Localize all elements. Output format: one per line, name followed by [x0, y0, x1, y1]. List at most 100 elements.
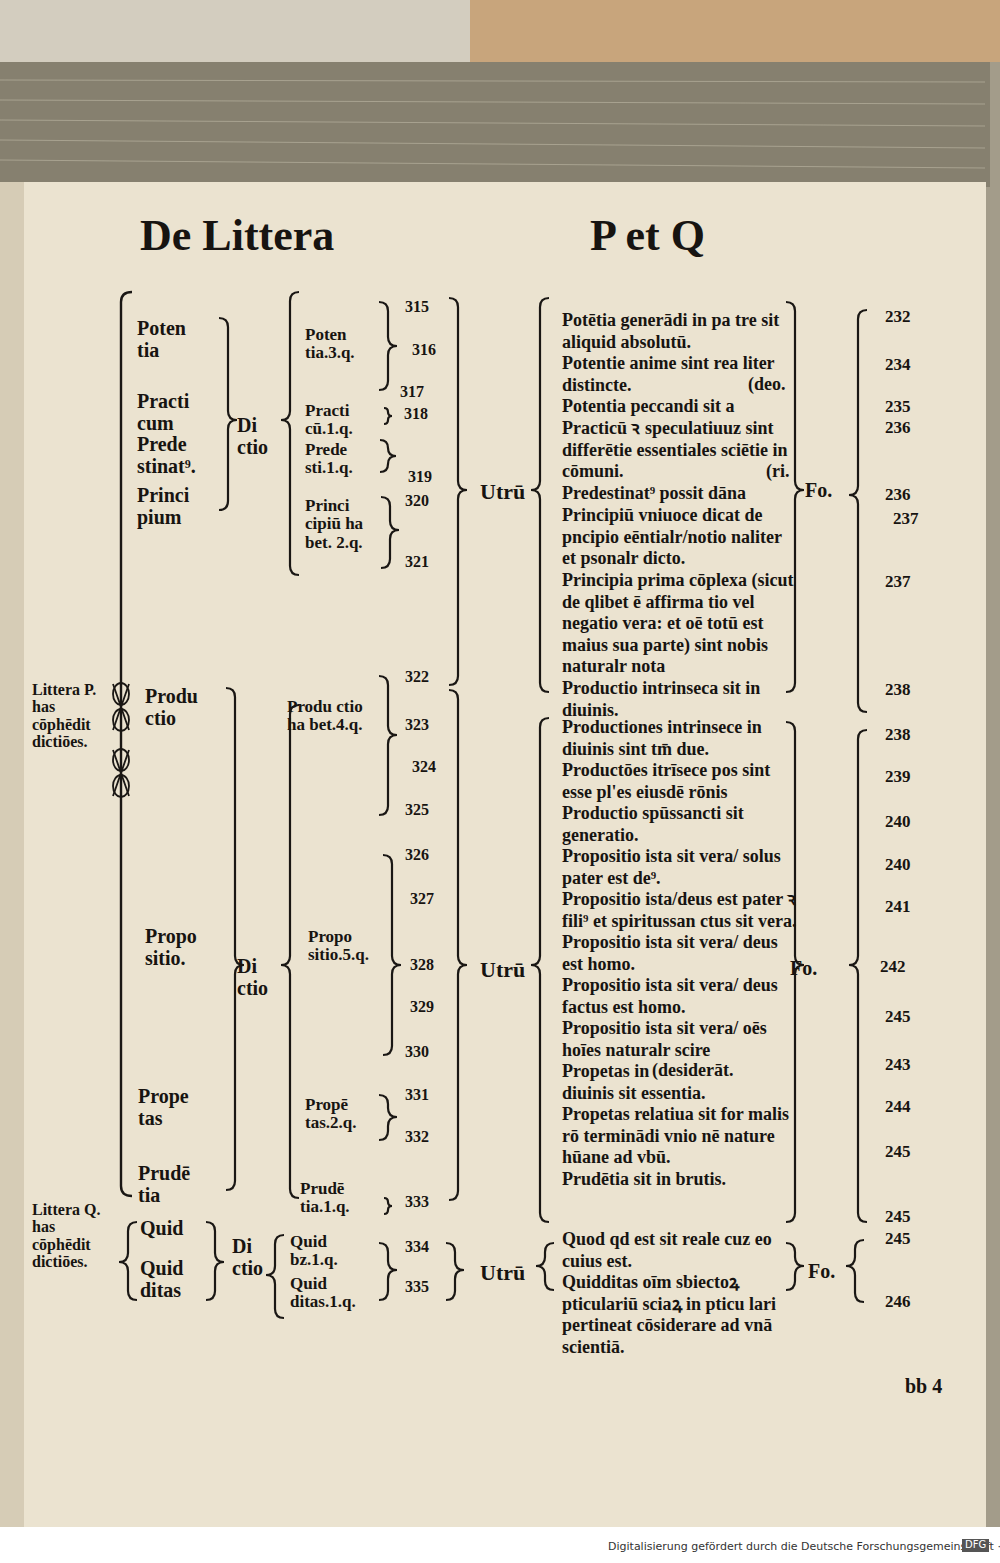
curly-brace [449, 298, 467, 685]
curly-brace [786, 1243, 804, 1290]
question-text: Propositio ista sit vera/ solus pater es… [562, 846, 800, 889]
letter-heading: Littera Q. has cōphēdit dictiōes. [32, 1201, 102, 1270]
footer-strip [0, 1527, 1000, 1563]
index-number: 246 [885, 1293, 911, 1311]
question-text: Productōes itrīsece pos sint esse pl'es … [562, 760, 800, 803]
question-count: Quid ditas.1.q. [290, 1275, 356, 1312]
index-number: 333 [405, 1193, 429, 1210]
curly-brace [446, 1243, 464, 1300]
turnover-word: (deo. [748, 375, 786, 394]
index-number: 244 [885, 1098, 911, 1116]
question-count: Prudē tia.1.q. [300, 1180, 350, 1217]
index-number: 332 [405, 1128, 429, 1145]
curly-brace [846, 1240, 864, 1302]
question-count: Produ ctio ha bet.4.q. [287, 698, 367, 735]
question-count: Princi cipiū ha bet. 2.q. [305, 497, 385, 552]
index-number: 245 [885, 1208, 911, 1226]
index-number: 317 [400, 383, 424, 400]
term-label: Di ctio [232, 1236, 263, 1279]
index-number: 240 [885, 856, 911, 874]
watermark-logo: DFG [962, 1539, 989, 1552]
utrum-word: Utrū [480, 958, 525, 982]
question-text: Propositio ista sit vera/ deus factus es… [562, 975, 800, 1018]
term-label: Quid [140, 1218, 183, 1240]
curly-brace [281, 705, 299, 1198]
curly-brace [849, 730, 867, 1222]
index-number: 238 [885, 681, 911, 699]
index-number: 322 [405, 668, 429, 685]
question-text: Propositio ista sit vera/ deus est homo. [562, 932, 800, 975]
curly-brace [226, 688, 244, 1190]
question-text: Propetas relatiua sit for malis rō termi… [562, 1104, 800, 1169]
page-edges [0, 62, 990, 187]
index-number: 245 [885, 1143, 911, 1161]
curly-brace [379, 302, 397, 390]
curly-brace [449, 690, 467, 1200]
question-count: Propē tas.2.q. [305, 1096, 356, 1133]
cover-board [470, 0, 1000, 62]
question-text: Productio spūssancti sit generatio. [562, 803, 800, 846]
outer-bracket [121, 292, 132, 1196]
term-label: Produ ctio [145, 686, 198, 729]
index-number: 320 [405, 492, 429, 509]
turnover-word: (desiderāt. [652, 1061, 733, 1080]
index-number: 240 [885, 813, 911, 831]
curly-brace [379, 676, 397, 815]
curly-brace [379, 1243, 397, 1300]
watermark-text: Digitalisierung gefördert durch die Deut… [608, 1541, 1000, 1553]
question-text: Quidditas oīm sbiectoꝝ pticulariū sciaꝝ … [562, 1272, 800, 1358]
curly-brace [381, 497, 399, 568]
index-number: 331 [405, 1086, 429, 1103]
index-number: 334 [405, 1238, 429, 1255]
question-text: Principiū vniuoce dicat de pncipio eēnti… [562, 505, 800, 570]
question-text: Predestinat⁹ possit dāna [562, 483, 800, 505]
index-number: 245 [885, 1008, 911, 1026]
question-text: Prudētia sit in brutis. [562, 1169, 800, 1191]
index-number: 321 [405, 553, 429, 570]
signature-mark: bb 4 [905, 1376, 942, 1398]
term-label: Quid ditas [140, 1258, 183, 1301]
curly-brace [219, 318, 237, 510]
question-text: Quod qd est sit reale cuz eo cuius est. [562, 1229, 800, 1272]
curly-brace [384, 1198, 392, 1214]
curly-brace [531, 298, 549, 692]
index-number: 323 [405, 716, 429, 733]
folio-word: Fo. [808, 1261, 835, 1283]
heading-letters: P et Q [590, 212, 705, 260]
curly-brace [266, 1235, 284, 1318]
index-number: 245 [885, 1230, 911, 1248]
knot-ornament [113, 683, 129, 797]
index-number: 318 [404, 405, 428, 422]
question-text: Potentia peccandi sit a [562, 396, 800, 418]
question-text: Potētia generādi in pa tre sit aliquid a… [562, 310, 800, 353]
index-number: 234 [885, 356, 911, 374]
term-label: Di ctio [237, 415, 268, 458]
question-text: Propositio ista/deus est pater ꝛ fili⁹ e… [562, 889, 800, 932]
index-number: 238 [885, 726, 911, 744]
curly-brace [531, 718, 549, 1222]
index-number: 327 [410, 890, 434, 907]
turnover-word: (ri. [766, 462, 789, 481]
curly-brace [380, 440, 396, 472]
index-number: 236 [885, 419, 911, 437]
facing-page-edge [0, 182, 26, 1527]
term-label: Prudē tia [138, 1163, 190, 1206]
term-label: Prede stinat⁹. [137, 434, 196, 477]
index-number: 232 [885, 308, 911, 326]
index-number: 237 [893, 510, 919, 528]
index-number: 237 [885, 573, 911, 591]
index-number: 242 [880, 958, 906, 976]
question-text: Productio intrinseca sit in diuinis. [562, 678, 800, 721]
paper [24, 182, 986, 1527]
question-text: Practicū ꝛ speculatiuuz sint differētie … [562, 418, 800, 483]
question-count: Prede sti.1.q. [305, 441, 353, 478]
index-number: 324 [412, 758, 436, 775]
index-number: 243 [885, 1056, 911, 1074]
curly-brace [786, 302, 804, 692]
utrum-word: Utrū [480, 1261, 525, 1285]
index-number: 236 [885, 486, 911, 504]
question-text: Productiones intrinsece in diuinis sint … [562, 717, 800, 760]
background [0, 0, 1000, 190]
term-label: Propo sitio. [145, 926, 197, 969]
